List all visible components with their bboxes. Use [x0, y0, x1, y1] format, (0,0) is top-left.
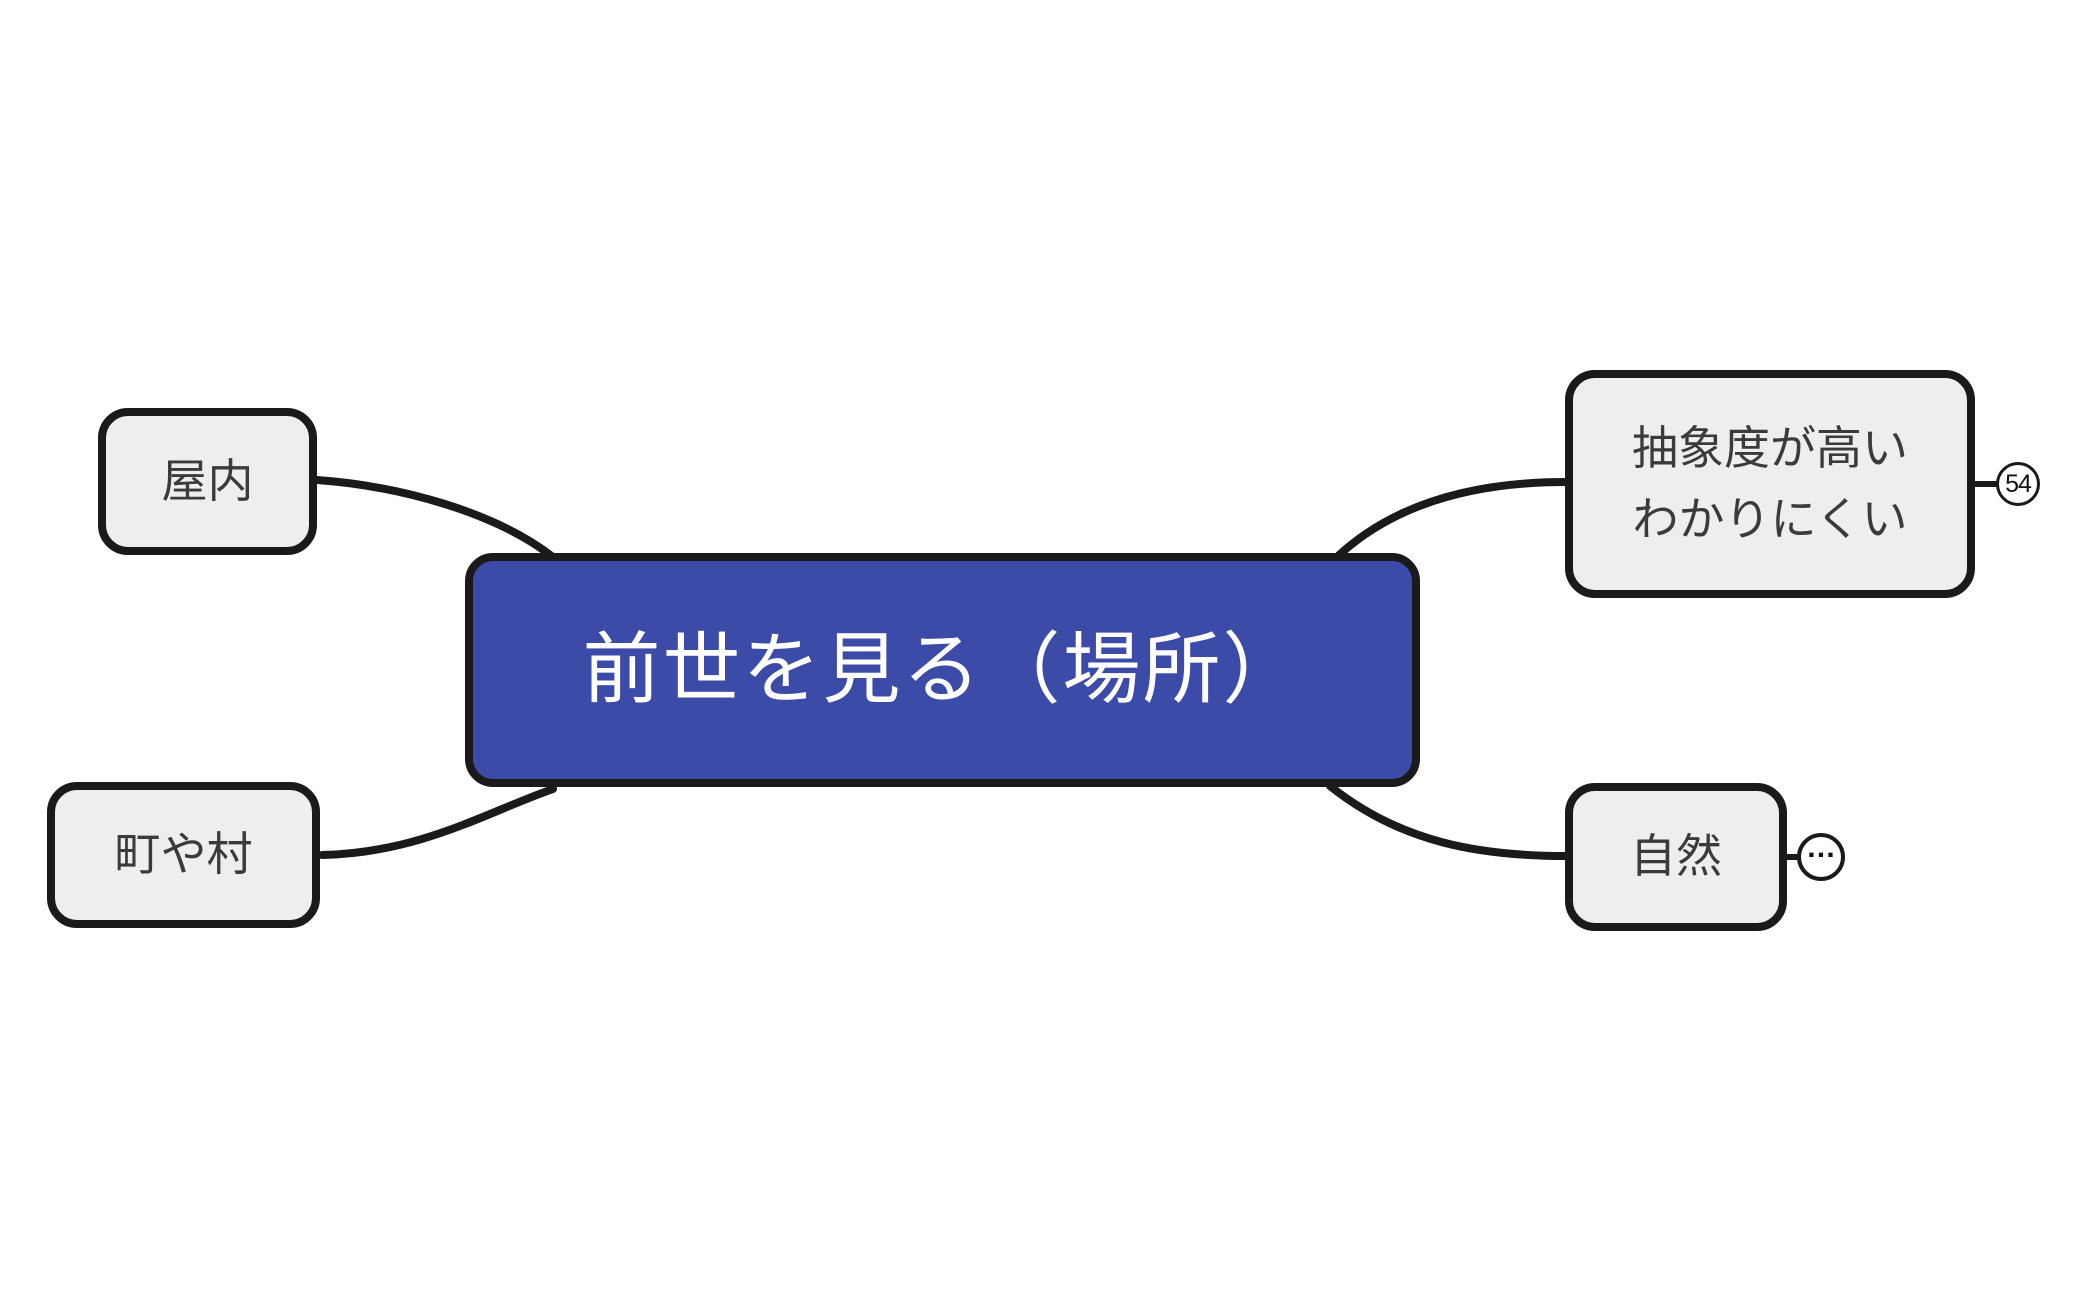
node-nature[interactable]: 自然 [1565, 783, 1787, 931]
node-nature-label: 自然 [1630, 830, 1722, 883]
connector-town-central [318, 785, 557, 859]
collapsed-count-value: 54 [2005, 469, 2032, 498]
connector-central-nature [1326, 782, 1570, 860]
ellipsis-badge[interactable]: … [1797, 830, 1845, 881]
central-node-label: 前世を見る（場所） [582, 625, 1303, 714]
ellipsis-icon: … [1806, 830, 1836, 864]
node-indoor[interactable]: 屋内 [98, 408, 317, 555]
node-abstract-hard-to-understand[interactable]: 抽象度が高い わかりにくい [1565, 370, 1975, 598]
node-abstract-label: 抽象度が高い わかりにくい [1632, 421, 1908, 545]
node-town-village-label: 町や村 [114, 828, 253, 881]
central-node[interactable]: 前世を見る（場所） [465, 553, 1420, 787]
connector-central-abstract [1334, 478, 1570, 560]
node-indoor-label: 屋内 [161, 454, 254, 507]
connector-indoor-central [313, 476, 557, 561]
collapsed-count-badge[interactable]: 54 [1996, 462, 2040, 506]
node-town-village[interactable]: 町や村 [47, 782, 320, 928]
